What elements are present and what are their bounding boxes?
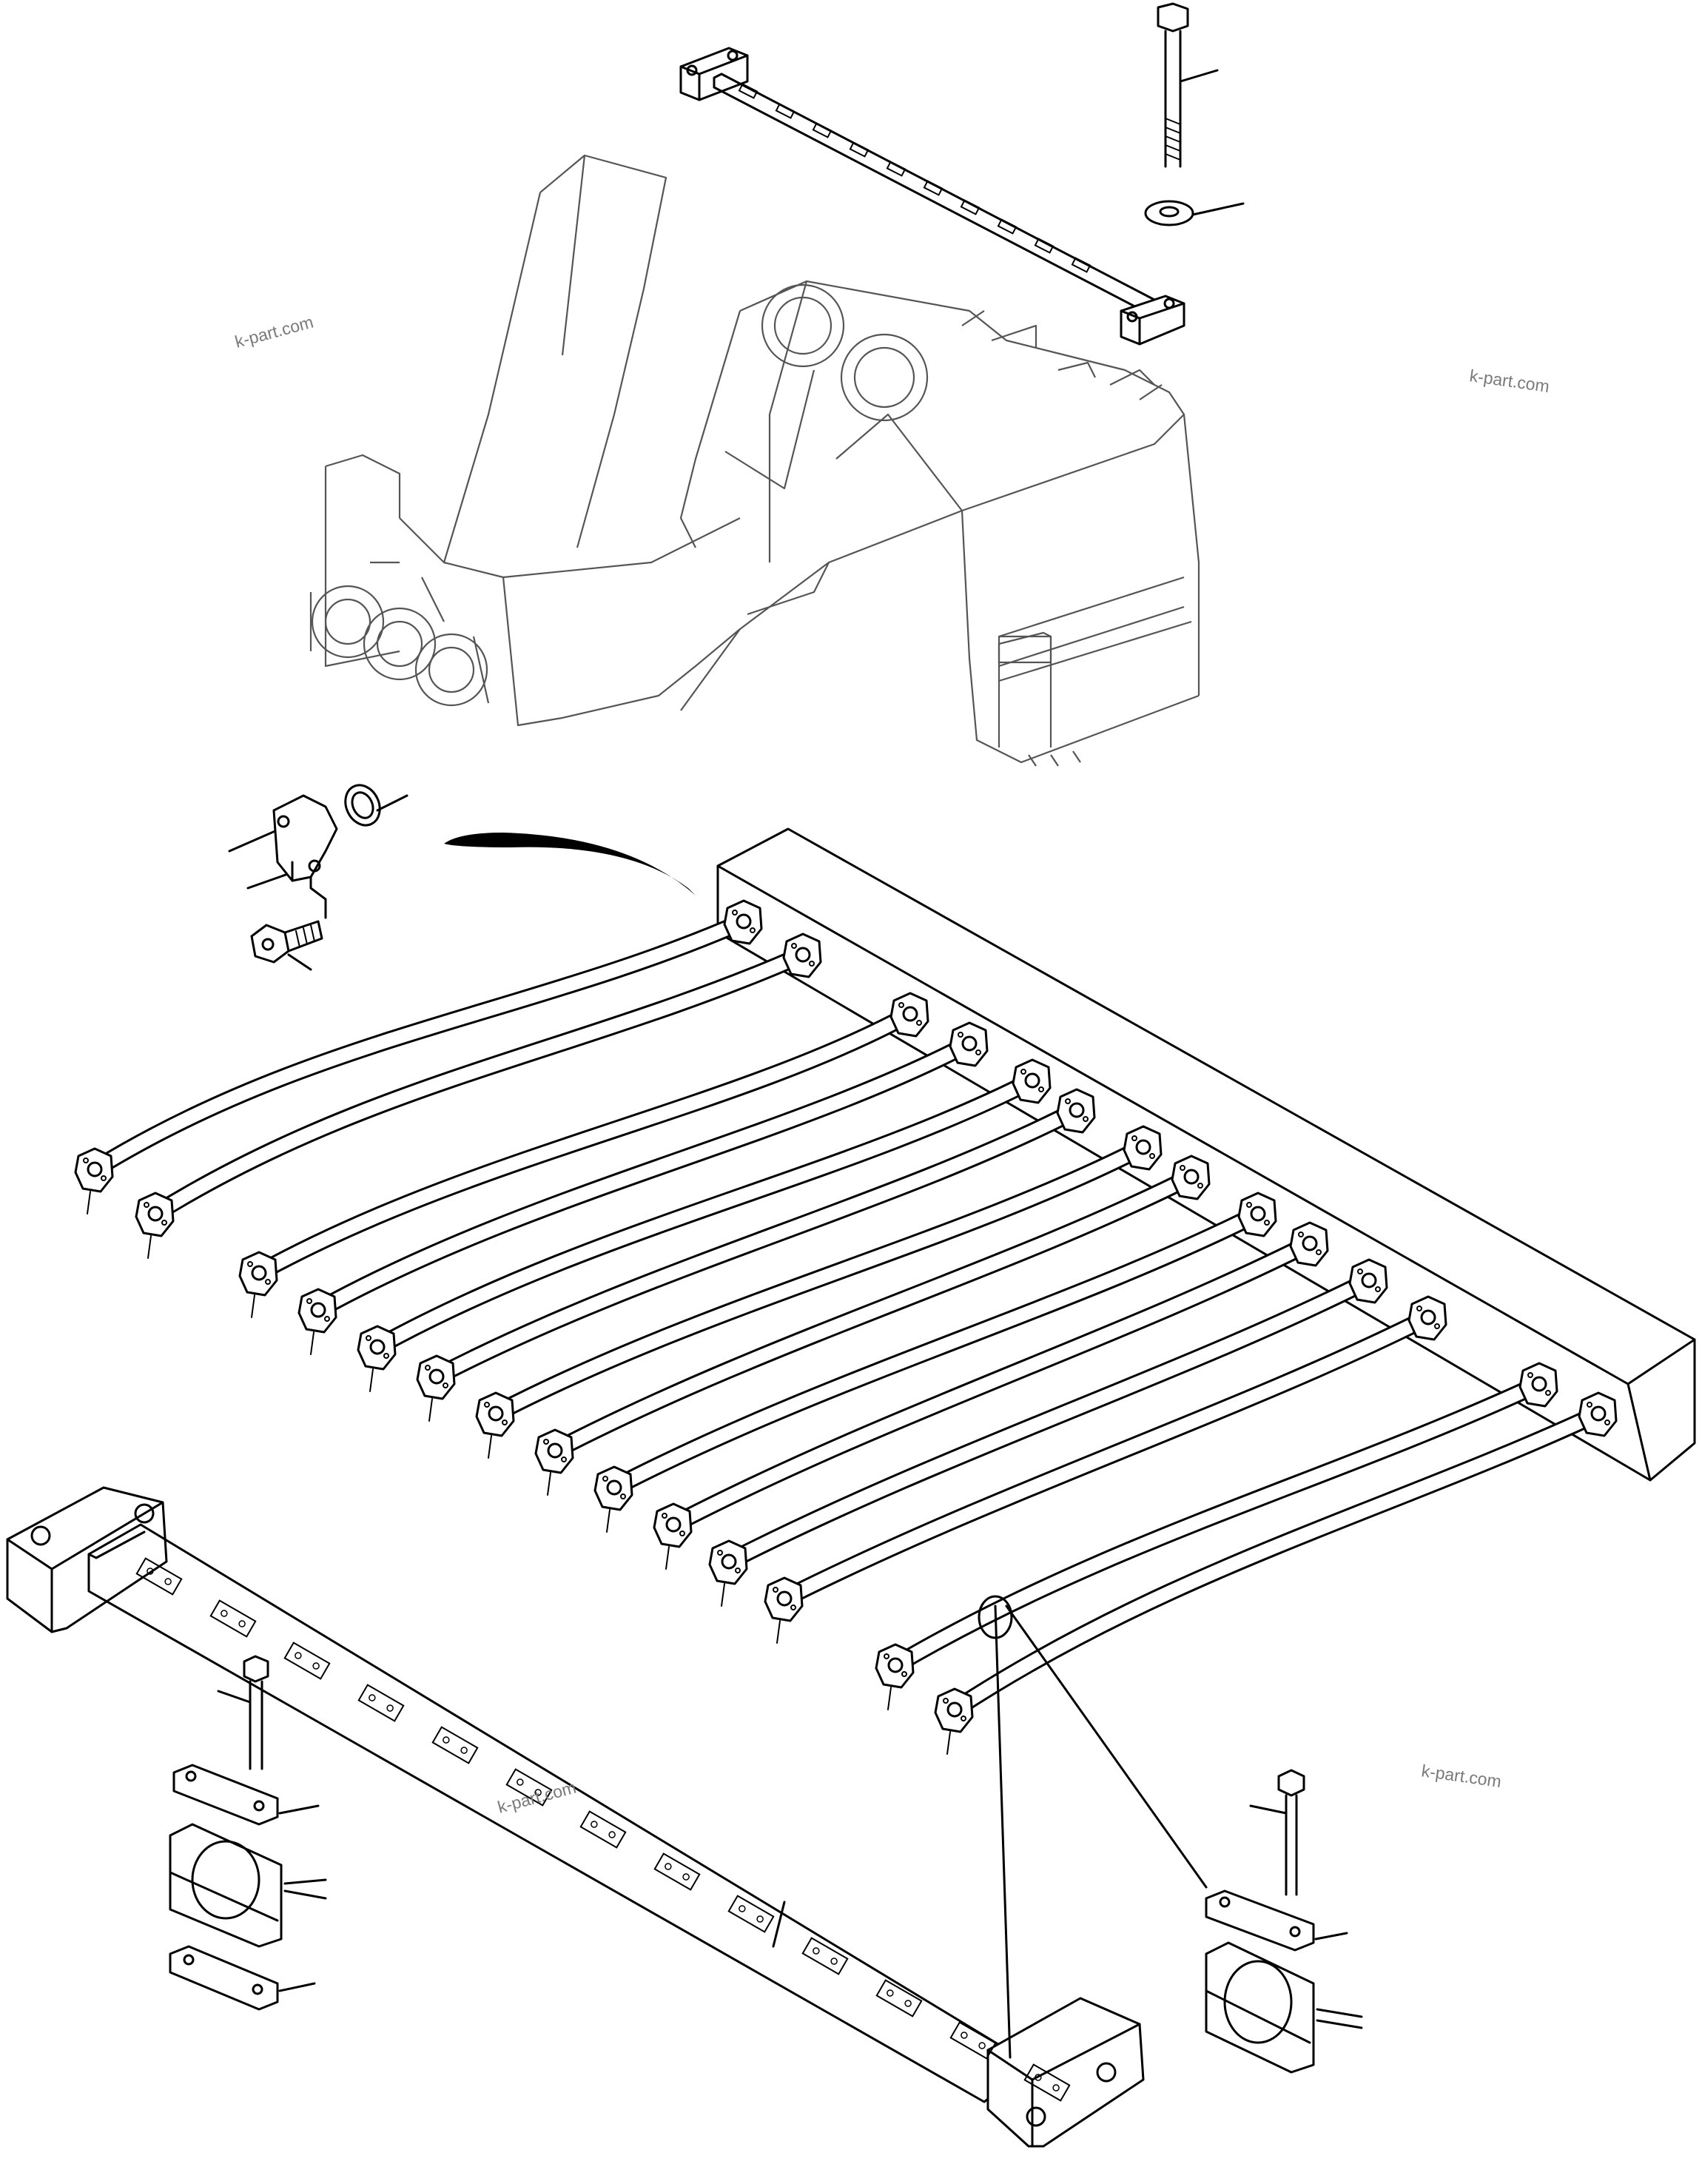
bar-pad-11 (875, 1979, 923, 2017)
tube-flange-block-11 (1348, 1258, 1388, 1304)
tube-flange-block-4 (949, 1021, 989, 1067)
lower-left-plate-upper (172, 1764, 320, 1826)
tube-leader-1 (87, 1191, 91, 1214)
tube-flange-end-7 (475, 1391, 515, 1437)
tube-inner-8 (548, 1170, 1198, 1457)
tube-leader-8 (547, 1472, 551, 1496)
tube-inner-4 (312, 1037, 976, 1317)
tube-inner-1 (88, 915, 750, 1176)
watermark-1: k-part.com (233, 312, 316, 352)
tube-flange-end-4 (297, 1288, 337, 1334)
tube-inner-14 (948, 1407, 1605, 1716)
lower-right-plate (1205, 1889, 1348, 1952)
tube-leader-2 (147, 1235, 152, 1259)
bar-pad-5 (431, 1726, 479, 1764)
tube-leader-9 (606, 1509, 610, 1533)
tube-inner-6 (430, 1103, 1083, 1383)
bar-pad-4 (357, 1684, 405, 1722)
tube-inner-10 (667, 1237, 1316, 1531)
tube-inner-2 (149, 948, 810, 1220)
tube-flange-block-6 (1056, 1088, 1096, 1134)
bar-pad-12 (949, 2021, 997, 2060)
top-bolt-icon (1157, 2, 1219, 168)
lower-left-clamp-block (169, 1823, 327, 1948)
lower-clamp-bar (6, 1486, 1145, 2148)
tube-leader-12 (776, 1620, 781, 1644)
bar-pad-10 (801, 1937, 849, 1975)
tube-flange-block-8 (1171, 1155, 1211, 1200)
tube-inner-3 (252, 1007, 917, 1280)
tube-leader-7 (488, 1435, 492, 1459)
tube-flange-end-1 (74, 1147, 114, 1193)
lower-right-clamp-block (1205, 1941, 1363, 2074)
top-washer-icon (1144, 200, 1245, 226)
tube-flange-block-10 (1289, 1221, 1329, 1267)
lower-left-plate-lower (169, 1945, 316, 2011)
tube-leader-5 (369, 1368, 374, 1392)
tube-leader-10 (665, 1546, 670, 1570)
tube-flange-block-5 (1012, 1058, 1052, 1104)
tube-flange-block-2 (782, 933, 822, 978)
tube-flange-end-2 (135, 1192, 175, 1237)
tube-flange-end-12 (764, 1576, 804, 1622)
tube-flange-end-9 (593, 1465, 633, 1511)
leader-lines-clamp (978, 1595, 1208, 2059)
tube-set (74, 899, 1618, 1755)
bar-pad-2 (209, 1599, 257, 1638)
tube-flange-block-14 (1578, 1391, 1618, 1437)
direction-arrow-icon (444, 833, 696, 896)
tube-flange-block-1 (723, 899, 763, 945)
bar-pad-7 (579, 1810, 627, 1849)
tube-leader-11 (721, 1583, 725, 1607)
bar-pad-6 (505, 1768, 553, 1807)
tube-flange-block-9 (1237, 1192, 1277, 1237)
bar-pad-8 (653, 1852, 701, 1891)
bar-pad-13 (1023, 2063, 1071, 2102)
tube-flange-end-8 (534, 1428, 574, 1474)
tube-leader-6 (428, 1398, 433, 1422)
machine-frame-outline (309, 154, 1200, 767)
tube-flange-end-6 (416, 1354, 456, 1400)
tube-flange-end-13 (875, 1643, 915, 1689)
flange-detail (228, 794, 338, 919)
lower-right-bolt-icon (1249, 1769, 1305, 1896)
tube-leader-4 (310, 1331, 314, 1355)
tube-inner-13 (889, 1377, 1546, 1672)
tube-leader-13 (887, 1687, 892, 1710)
upper-clamp-bar (679, 47, 1185, 346)
bar-pad-1 (135, 1557, 183, 1596)
tube-flange-end-10 (653, 1502, 693, 1548)
tube-inner-5 (371, 1074, 1039, 1354)
tube-flange-block-13 (1518, 1362, 1558, 1408)
tube-inner-7 (489, 1140, 1150, 1420)
o-ring-icon (344, 784, 408, 827)
watermark-3: k-part.com (1420, 1761, 1502, 1791)
watermark-2: k-part.com (1468, 366, 1550, 396)
tube-inner-11 (722, 1274, 1376, 1568)
tube-flange-end-5 (357, 1325, 397, 1371)
valve-block (716, 827, 1696, 1482)
tube-leader-14 (946, 1731, 951, 1755)
tube-inner-9 (608, 1207, 1265, 1494)
bar-pad-3 (283, 1642, 331, 1680)
tube-flange-block-3 (889, 992, 929, 1038)
tube-flange-end-11 (708, 1539, 748, 1585)
tube-flange-end-14 (934, 1687, 974, 1733)
lower-left-bolt-icon (217, 1655, 269, 1770)
leader-line (772, 1901, 786, 1948)
tube-flange-block-7 (1123, 1125, 1163, 1171)
cap-screw-icon (250, 920, 323, 971)
tube-leader-3 (251, 1294, 255, 1318)
tube-flange-end-3 (238, 1251, 278, 1297)
tube-flange-block-12 (1407, 1295, 1447, 1341)
bar-pad-9 (727, 1895, 775, 1933)
tube-inner-12 (778, 1311, 1435, 1605)
